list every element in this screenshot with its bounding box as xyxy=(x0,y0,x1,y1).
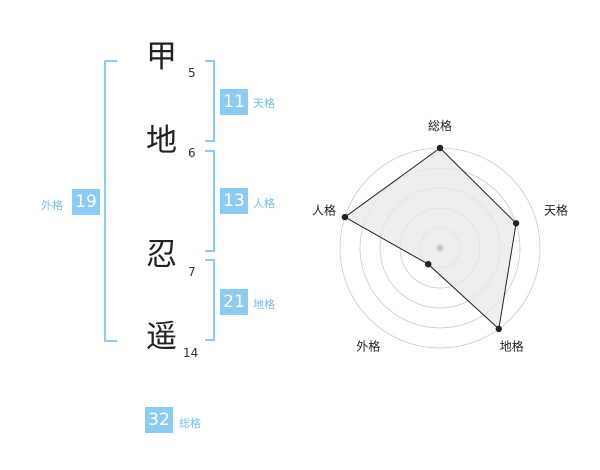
radar-axis-label-4: 外格 xyxy=(356,339,380,354)
stroke-count-1: 5 xyxy=(188,66,196,80)
chikaku-bracket xyxy=(205,259,215,341)
radar-center-dot xyxy=(436,244,444,252)
radar-point-4 xyxy=(425,260,432,268)
name-char-3: 忍 xyxy=(146,237,177,273)
radar-data-polygon xyxy=(343,147,517,330)
soukaku-value: 32 xyxy=(145,407,173,433)
jinkaku-value: 13 xyxy=(220,188,248,214)
radar-axis-label-3: 地格 xyxy=(500,339,524,354)
radar-axis-label-2: 天格 xyxy=(544,202,568,217)
radar-axis-label-5: 人格 xyxy=(312,202,336,217)
gaikaku-label: 外格 xyxy=(41,199,63,212)
name-char-4: 遥 xyxy=(146,319,177,355)
radar-point-1 xyxy=(436,144,444,152)
soukaku-label: 総格 xyxy=(179,417,201,430)
jinkaku-bracket xyxy=(205,150,215,252)
tenkaku-bracket xyxy=(205,60,215,142)
stroke-count-4: 14 xyxy=(183,346,199,360)
chikaku-label: 地格 xyxy=(253,298,275,311)
tenkaku-value: 11 xyxy=(220,89,248,115)
radar-axis-label-1: 総格 xyxy=(428,118,452,133)
name-char-2: 地 xyxy=(146,123,177,159)
chikaku-value: 21 xyxy=(220,289,248,315)
stroke-count-3: 7 xyxy=(188,265,196,279)
radar-point-3 xyxy=(495,325,502,333)
radar-point-5 xyxy=(341,213,349,221)
gaikaku-value: 19 xyxy=(72,189,100,215)
radar-points xyxy=(341,144,520,333)
jinkaku-label: 人格 xyxy=(253,197,275,210)
name-char-1: 甲 xyxy=(146,39,177,75)
stroke-count-2: 6 xyxy=(188,146,196,160)
tenkaku-label: 天格 xyxy=(253,97,275,110)
radar-point-2 xyxy=(512,220,520,227)
gaikaku-bracket xyxy=(104,60,117,342)
